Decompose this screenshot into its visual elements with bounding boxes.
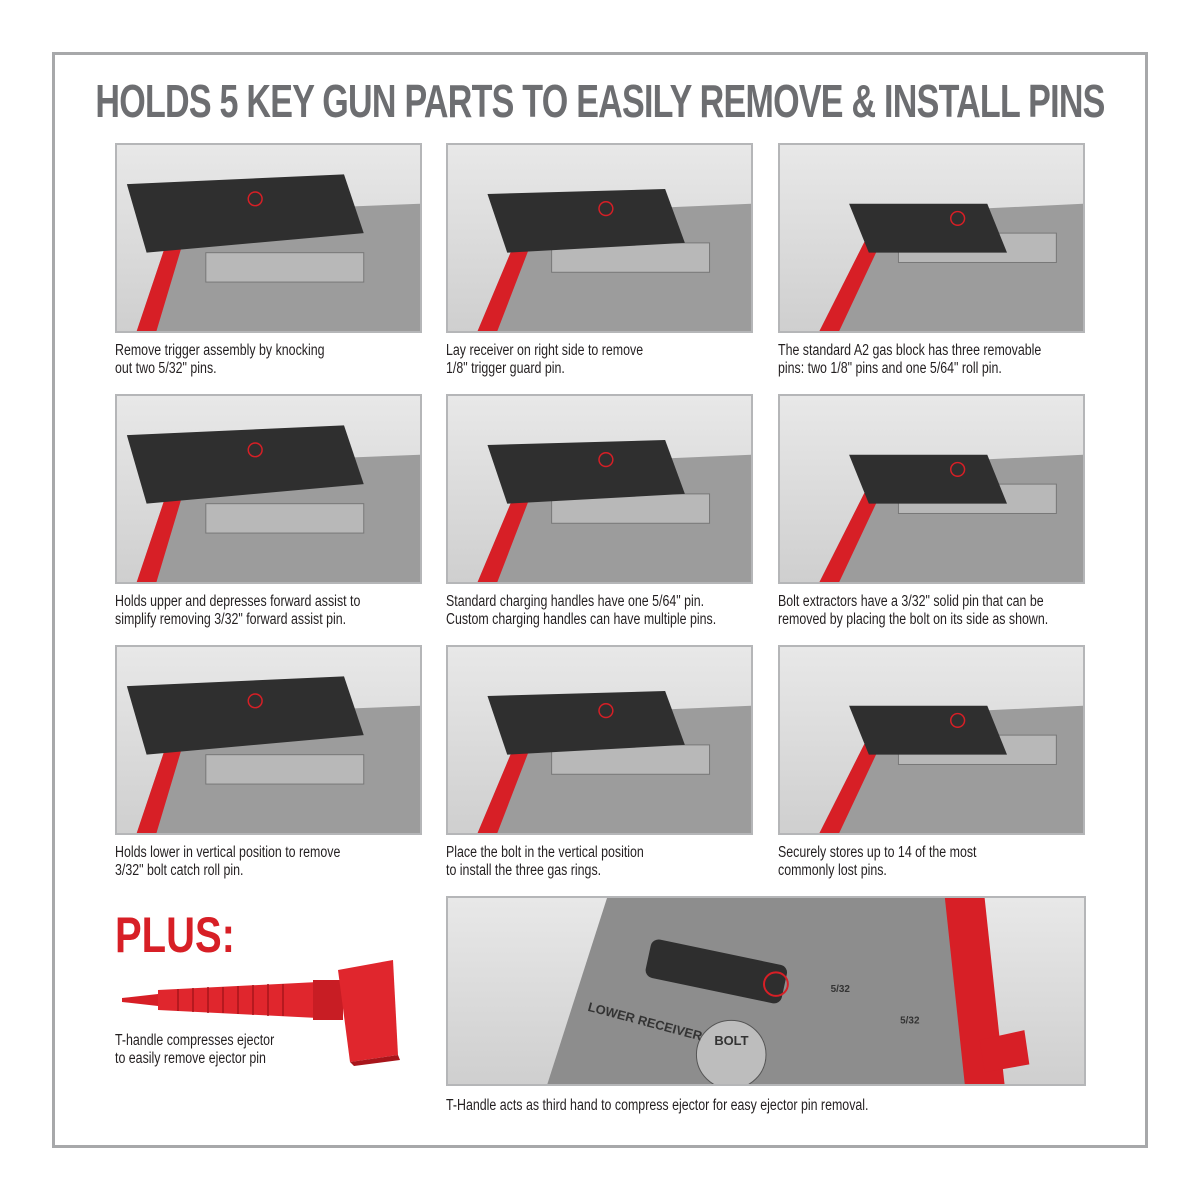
- bolt-label: BOLT: [714, 1033, 748, 1048]
- caption-line: commonly lost pins.: [778, 862, 887, 879]
- caption-line: simplify removing 3/32" forward assist p…: [115, 611, 347, 628]
- caption-line: Lay receiver on right side to remove: [446, 342, 644, 359]
- bottom-illustration: LOWER RECEIVER BOLT 5/32 5/32: [446, 896, 1086, 1086]
- caption-line: Remove trigger assembly by knocking: [115, 342, 325, 359]
- panel-caption: Holds lower in vertical position to remo…: [115, 844, 419, 880]
- panel-caption: Bolt extractors have a 3/32" solid pin t…: [778, 593, 1082, 629]
- caption-line: Place the bolt in the vertical position: [446, 844, 644, 861]
- t-handle-image: [122, 960, 400, 1066]
- caption-line: Holds upper and depresses forward assist…: [115, 593, 361, 610]
- caption-line: The standard A2 gas block has three remo…: [778, 342, 1042, 359]
- bottom-caption: T-Handle acts as third hand to compress …: [446, 1097, 869, 1114]
- infographic-frame: [52, 52, 1148, 1148]
- caption-line: to install the three gas rings.: [446, 862, 602, 879]
- caption-line: Holds lower in vertical position to remo…: [115, 844, 341, 861]
- page-title: HOLDS 5 KEY GUN PARTS TO EASILY REMOVE &…: [95, 75, 1105, 127]
- caption-line: 1/8" trigger guard pin.: [446, 360, 565, 377]
- size-label: 5/32: [900, 1015, 920, 1026]
- plus-caption: T-handle compresses ejector to easily re…: [115, 1032, 419, 1068]
- caption-line: Custom charging handles can have multipl…: [446, 611, 717, 628]
- panel-caption: The standard A2 gas block has three remo…: [778, 342, 1082, 378]
- caption-line: to easily remove ejector pin: [115, 1050, 266, 1067]
- caption-line: removed by placing the bolt on its side …: [778, 611, 1049, 628]
- panel-caption: Standard charging handles have one 5/64"…: [446, 593, 750, 629]
- panel-illustration: [778, 143, 1085, 333]
- panel-illustration: [778, 394, 1085, 584]
- panel-illustration: [115, 143, 422, 333]
- caption-line: Bolt extractors have a 3/32" solid pin t…: [778, 593, 1044, 610]
- caption-line: 3/32" bolt catch roll pin.: [115, 862, 244, 879]
- panel-illustration: [778, 645, 1085, 835]
- panel-illustration: [446, 645, 753, 835]
- caption-line: T-handle compresses ejector: [115, 1032, 275, 1049]
- plus-heading: PLUS:: [115, 907, 235, 963]
- panel-illustration: [446, 394, 753, 584]
- size-label: 5/32: [831, 984, 851, 995]
- caption-line: out two 5/32" pins.: [115, 360, 217, 377]
- panel-illustration: [115, 394, 422, 584]
- caption-line: pins: two 1/8" pins and one 5/64" roll p…: [778, 360, 1002, 377]
- panel-illustration: [115, 645, 422, 835]
- panel-caption: Holds upper and depresses forward assist…: [115, 593, 419, 629]
- caption-line: Securely stores up to 14 of the most: [778, 844, 977, 861]
- panel-illustration: [446, 143, 753, 333]
- caption-line: Standard charging handles have one 5/64"…: [446, 593, 705, 610]
